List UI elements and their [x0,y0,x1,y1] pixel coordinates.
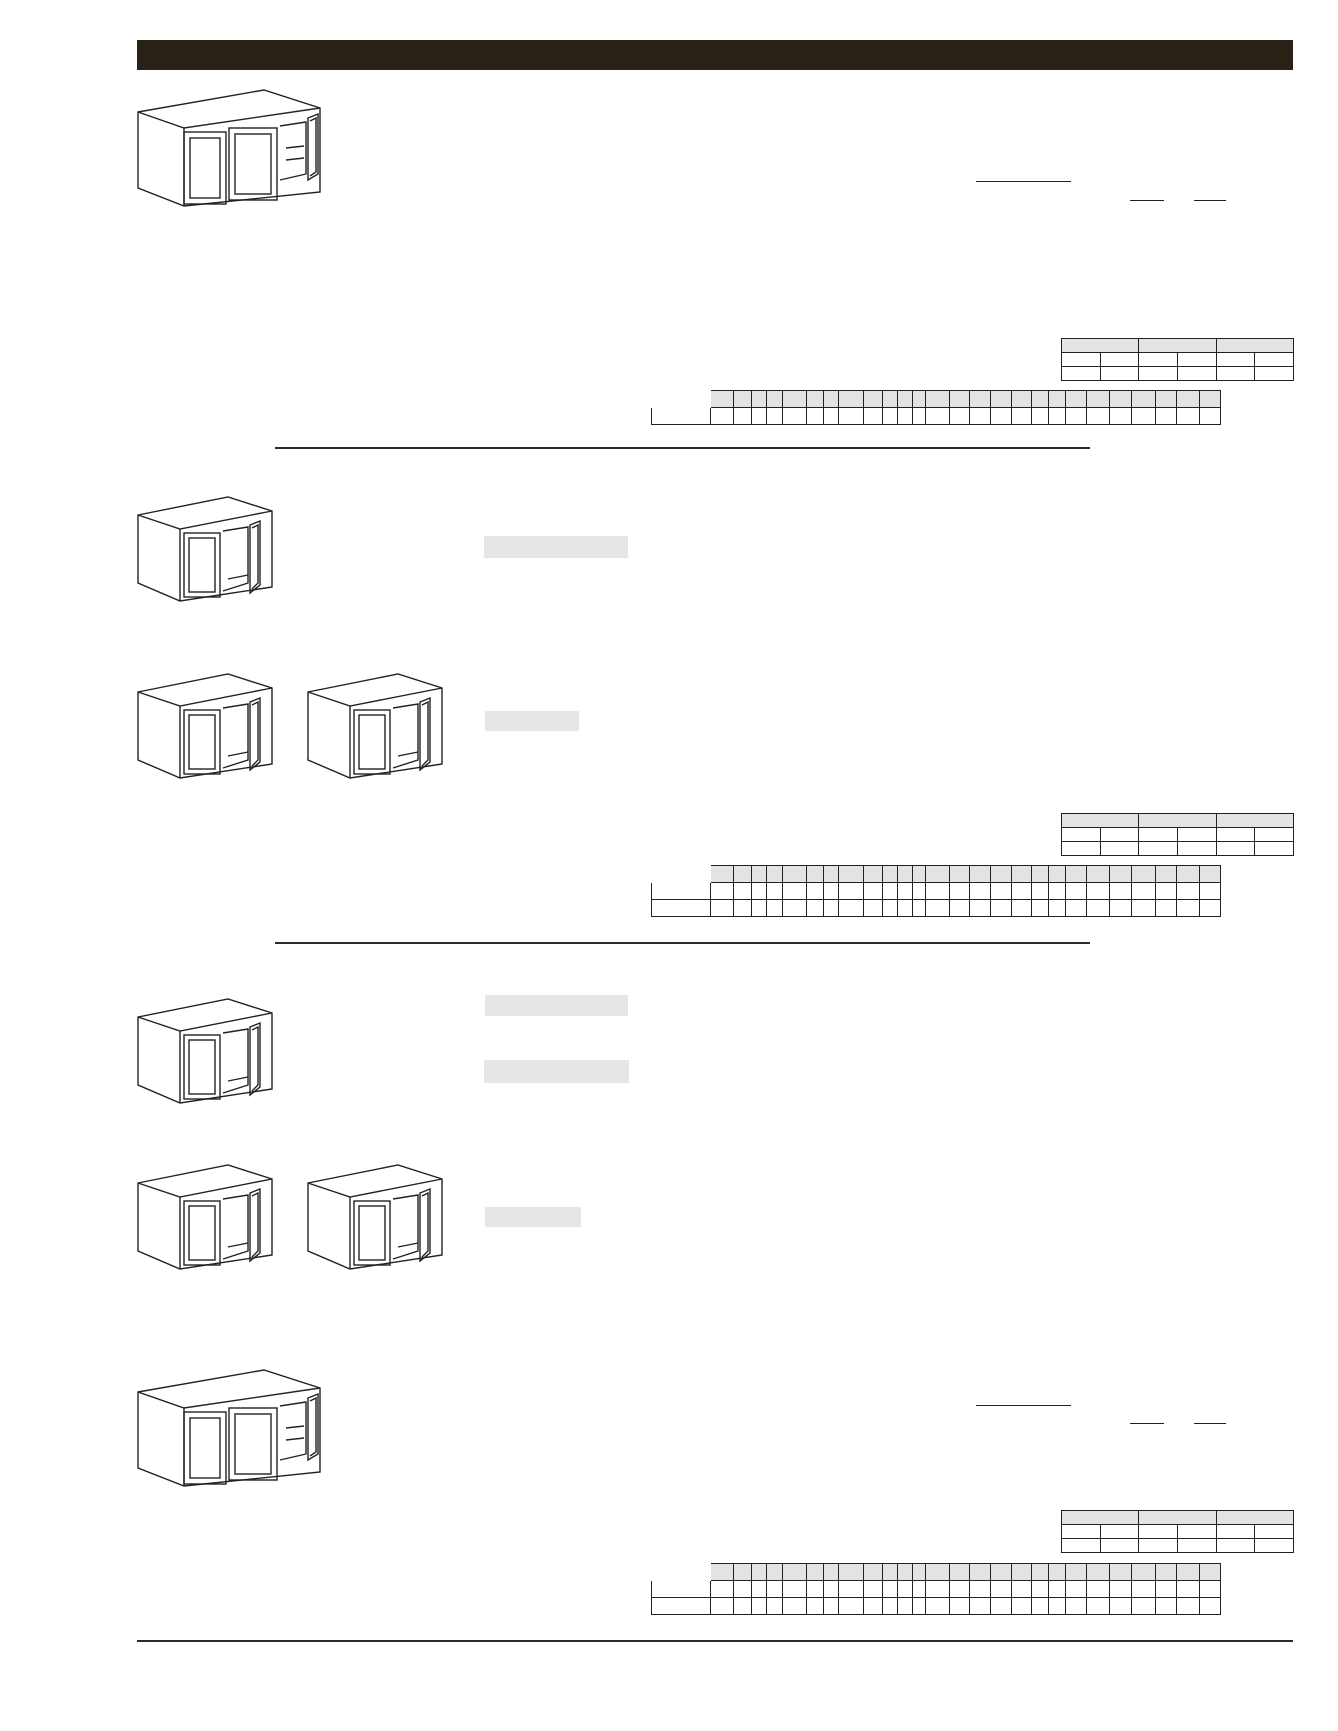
signature-line [976,1405,1071,1406]
table-row [651,1597,1221,1615]
highlight-bar [485,995,628,1016]
finish-grid [1060,338,1295,381]
highlight-bar [485,1207,581,1227]
section-divider [275,447,1090,449]
finish-grid [1060,1510,1295,1553]
wall-cabinet-two-door-icon [307,673,443,779]
wall-cabinet-two-door-icon [307,1164,443,1270]
short-line [1194,200,1226,201]
finish-grid [1060,813,1295,856]
highlight-bar [484,536,628,558]
short-line [1130,200,1164,201]
highlight-bar [485,711,579,731]
signature-line [976,181,1071,182]
table-row [651,882,1221,900]
price-grid [651,1563,1221,1615]
price-grid-table [651,1563,1221,1615]
table-row [651,899,1221,917]
footer-rule [137,1640,1293,1642]
price-grid [651,390,1221,425]
wall-cabinet-two-door-icon [137,998,273,1104]
short-line [1194,1423,1226,1424]
price-grid [651,865,1221,917]
wall-cabinet-two-door-icon [137,1164,273,1270]
highlight-bar [484,1060,629,1083]
page-header-bar [137,40,1293,70]
wall-cabinet-three-door-icon [137,1369,321,1487]
price-grid-table [651,390,1221,425]
table-row [651,1580,1221,1598]
wall-cabinet-three-door-icon [137,89,321,207]
wall-cabinet-two-door-icon [137,496,273,602]
section-divider [275,942,1090,944]
table-row [651,407,1221,425]
short-line [1130,1423,1164,1424]
wall-cabinet-two-door-icon [137,673,273,779]
price-grid-table [651,865,1221,917]
